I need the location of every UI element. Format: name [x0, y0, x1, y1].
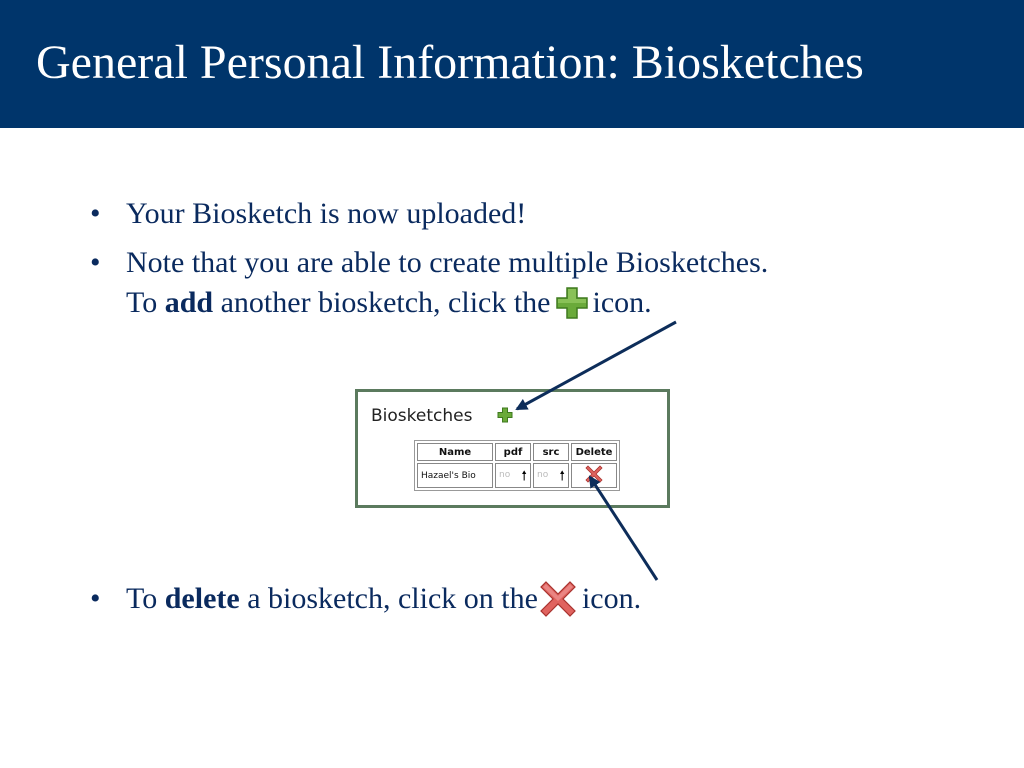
bullet-line-2-mid: another biosketch, click the — [213, 286, 551, 319]
src-cell: no 🠕 — [533, 463, 569, 488]
title-bar: General Personal Information: Biosketche… — [0, 0, 1024, 128]
table-row: Hazael's Bio no 🠕 no 🠕 — [417, 463, 617, 488]
delete-biosketch-x-icon[interactable] — [585, 465, 603, 483]
x-icon — [540, 581, 576, 617]
biosketches-heading: Biosketches — [371, 406, 473, 426]
bullet-mid: a biosketch, click on the — [239, 582, 538, 615]
bullet-dot: • — [90, 197, 101, 230]
biosketch-name-cell[interactable]: Hazael's Bio — [417, 463, 493, 488]
upload-src-up-arrow-icon[interactable]: 🠕 — [559, 468, 565, 484]
bullet-text: To delete a biosketch, click on the icon. — [126, 579, 641, 619]
plus-icon — [555, 286, 589, 320]
delete-cell — [571, 463, 617, 488]
bullet-bold-delete: delete — [164, 582, 240, 615]
bullet-post: icon. — [581, 582, 642, 615]
src-status: no — [537, 469, 549, 480]
upload-pdf-up-arrow-icon[interactable]: 🠕 — [521, 468, 527, 484]
add-biosketch-plus-icon[interactable] — [497, 407, 513, 423]
bullet-dot: • — [90, 582, 101, 615]
bullet-dot: • — [90, 246, 101, 279]
header-pdf: pdf — [495, 443, 531, 461]
bullet-bold-add: add — [164, 286, 214, 319]
bullet-line-2-post: icon. — [592, 286, 652, 319]
header-delete: Delete — [571, 443, 617, 461]
table-header-row: Name pdf src Delete — [417, 443, 617, 461]
bullet-text: Note that you are able to create multipl… — [126, 243, 768, 323]
bullet-pre: To — [126, 582, 165, 615]
biosketch-table: Name pdf src Delete Hazael's Bio no 🠕 no — [414, 440, 620, 491]
header-name: Name — [417, 443, 493, 461]
biosketches-screenshot: Biosketches Name pdf src Delete Hazael's… — [355, 389, 670, 508]
bullet-line-2-pre: To — [126, 286, 165, 319]
pdf-status: no — [499, 469, 511, 480]
header-src: src — [533, 443, 569, 461]
slide-title: General Personal Information: Biosketche… — [36, 36, 864, 89]
pdf-cell: no 🠕 — [495, 463, 531, 488]
bullet-text: Your Biosketch is now uploaded! — [126, 197, 527, 230]
bullet-line-1: Note that you are able to create multipl… — [126, 246, 769, 279]
